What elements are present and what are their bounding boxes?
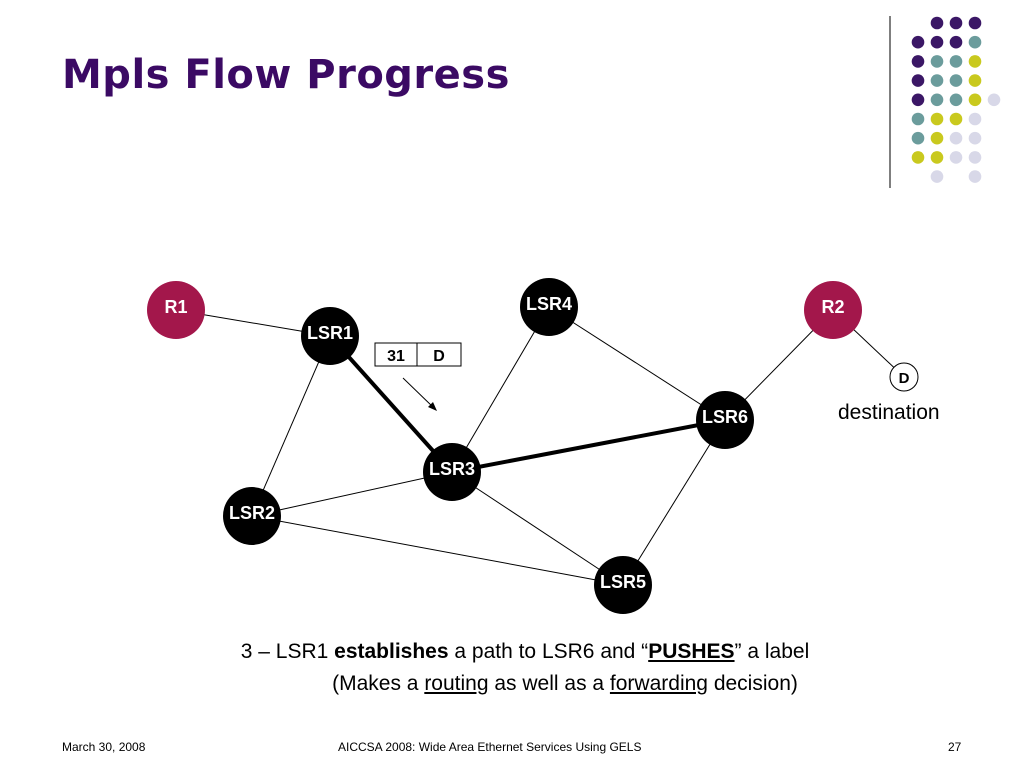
packet-dest-value: D bbox=[433, 348, 445, 365]
node-r2 bbox=[804, 281, 862, 339]
caption-emphasis: PUSHES bbox=[648, 640, 735, 663]
decorative-dot bbox=[968, 93, 982, 107]
node-label-lsr6: LSR6 bbox=[702, 407, 748, 427]
caption-line-2: (Makes a routing as well as a forwarding… bbox=[0, 672, 1024, 696]
decorative-dot bbox=[930, 74, 944, 87]
decorative-dot bbox=[949, 35, 963, 49]
decorative-dot bbox=[911, 112, 925, 126]
decorative-dot bbox=[930, 170, 944, 183]
decorative-dot bbox=[930, 151, 944, 164]
decorative-dot bbox=[968, 131, 982, 145]
caption-text: 3 – LSR1 bbox=[240, 640, 335, 663]
decorative-dot bbox=[911, 93, 925, 107]
decorative-dot bbox=[911, 131, 925, 145]
label-packet: 31 D bbox=[374, 342, 462, 367]
decorative-dot bbox=[968, 55, 982, 68]
decorative-dot bbox=[949, 151, 963, 164]
decorative-dot bbox=[968, 74, 982, 87]
caption-text: as well as a bbox=[488, 672, 610, 695]
decorative-dot-grid bbox=[911, 16, 1001, 183]
decorative-dot bbox=[949, 74, 963, 87]
decorative-dot bbox=[930, 112, 944, 126]
node-label-lsr2: LSR2 bbox=[229, 503, 275, 523]
node-label-r2: R2 bbox=[821, 297, 844, 317]
link-lsr4-lsr6 bbox=[548, 306, 726, 421]
node-lsr5 bbox=[594, 556, 652, 614]
decorative-dot bbox=[968, 151, 982, 164]
packet-box bbox=[374, 342, 462, 367]
link-lsr3-lsr5 bbox=[451, 471, 624, 586]
link-lsr5-lsr6 bbox=[622, 419, 726, 586]
destination-label: destination bbox=[838, 401, 940, 424]
caption-text: ” a label bbox=[734, 640, 810, 663]
decorative-dot bbox=[949, 131, 963, 145]
decorative-dot bbox=[930, 93, 944, 107]
node-label-r1: R1 bbox=[164, 297, 187, 317]
node-lsr3 bbox=[423, 443, 481, 501]
link-lsr3-lsr4 bbox=[451, 306, 550, 473]
decorative-dot bbox=[968, 16, 982, 30]
decorative-dot bbox=[968, 170, 982, 183]
link-lsr1-lsr3 bbox=[328, 334, 454, 474]
decorative-dot bbox=[911, 151, 925, 164]
caption-text: (Makes a bbox=[332, 672, 425, 695]
decorative-dot bbox=[987, 93, 1001, 107]
title-divider bbox=[889, 16, 891, 188]
node-lsr6 bbox=[696, 391, 754, 449]
footer-page-number: 27 bbox=[948, 740, 962, 754]
caption-underlined: forwarding bbox=[609, 672, 708, 695]
caption-text: a path to LSR6 and “ bbox=[448, 640, 649, 663]
caption-text: decision) bbox=[707, 672, 798, 695]
decorative-dot bbox=[930, 35, 944, 49]
decorative-dot bbox=[930, 16, 944, 30]
decorative-dot bbox=[968, 112, 982, 126]
node-lsr4 bbox=[520, 278, 578, 336]
caption-underlined: routing bbox=[424, 672, 489, 695]
decorative-dot bbox=[911, 74, 925, 87]
link-lsr2-lsr3 bbox=[251, 471, 453, 517]
link-lsr1-lsr2 bbox=[251, 335, 331, 517]
decorative-dot bbox=[949, 55, 963, 68]
footer-title: AICCSA 2008: Wide Area Ethernet Services… bbox=[338, 740, 642, 754]
decorative-dot bbox=[911, 35, 925, 49]
direction-arrow-head bbox=[428, 402, 437, 411]
decorative-dot bbox=[911, 55, 925, 68]
node-label-d: D bbox=[899, 370, 910, 387]
decorative-dot bbox=[949, 93, 963, 107]
link-lsr2-lsr5 bbox=[251, 515, 624, 586]
decorative-dot bbox=[949, 16, 963, 30]
decorative-dot bbox=[930, 55, 944, 68]
page-title: Mpls Flow Progress bbox=[62, 52, 510, 98]
decorative-dot bbox=[930, 131, 944, 145]
node-label-lsr3: LSR3 bbox=[429, 459, 475, 479]
node-r1 bbox=[147, 281, 205, 339]
node-label-lsr4: LSR4 bbox=[526, 294, 572, 314]
caption-emphasis: establishes bbox=[334, 640, 449, 663]
node-lsr2 bbox=[223, 487, 281, 545]
footer-date: March 30, 2008 bbox=[62, 740, 146, 754]
link-lsr3-lsr6 bbox=[451, 418, 726, 474]
node-lsr1 bbox=[301, 307, 359, 365]
decorative-dot bbox=[949, 112, 963, 126]
packet-label-value: 31 bbox=[387, 348, 405, 365]
node-d bbox=[889, 362, 919, 392]
decorative-dot bbox=[968, 35, 982, 49]
node-label-lsr1: LSR1 bbox=[307, 323, 353, 343]
direction-arrow bbox=[402, 377, 435, 409]
caption-line-1: 3 – LSR1 establishes a path to LSR6 and … bbox=[0, 640, 1024, 664]
node-label-lsr5: LSR5 bbox=[600, 572, 646, 592]
